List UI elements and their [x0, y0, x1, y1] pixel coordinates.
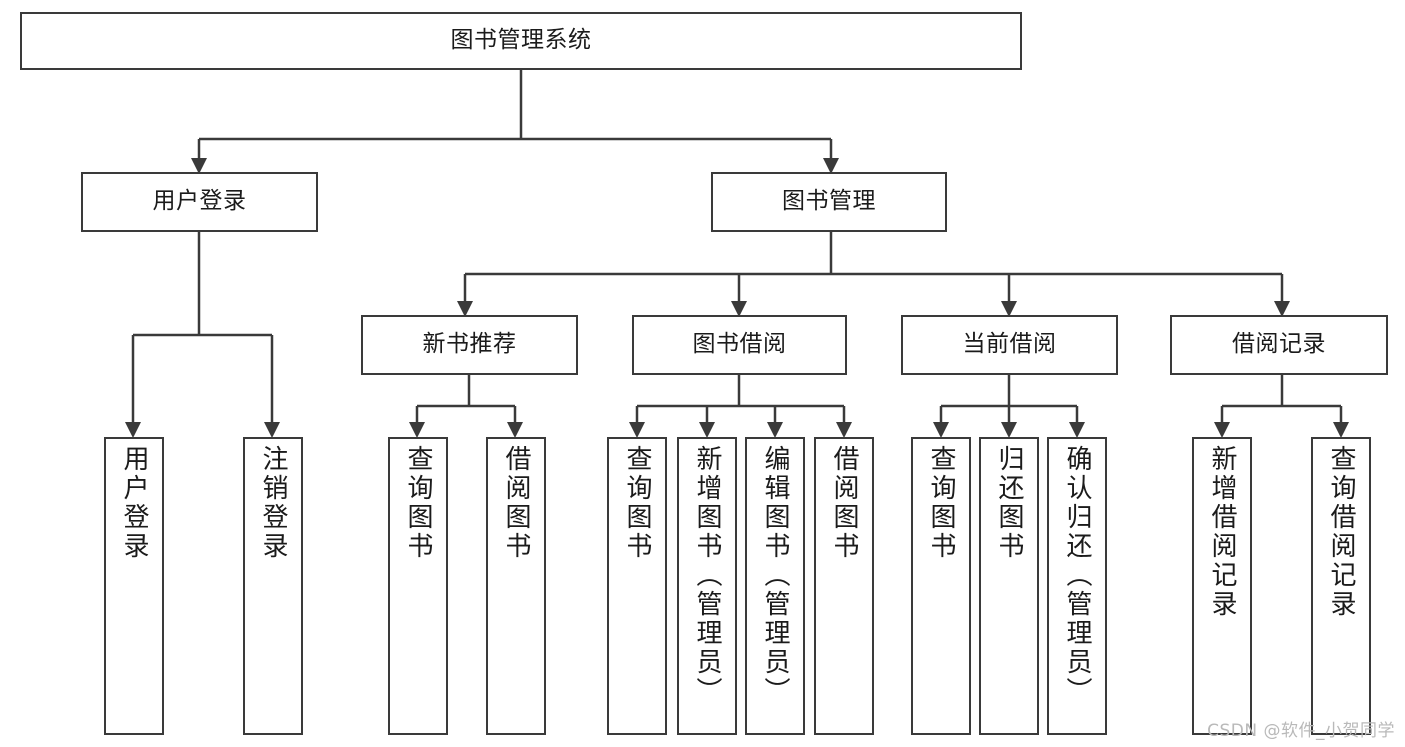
leaf-borrow-record-query[interactable]: 查询借阅记录 — [1311, 437, 1371, 735]
leaf-book-borrow-edit[interactable]: 编辑图书（管理员） — [745, 437, 805, 735]
leaf-new-book-borrow[interactable]: 借阅图书 — [486, 437, 546, 735]
leaf-current-borrow-confirm-return[interactable]: 确认归还（管理员） — [1047, 437, 1107, 735]
leaf-user-login-logout[interactable]: 注销登录 — [243, 437, 303, 735]
leaf-user-login-login[interactable]: 用户登录 — [104, 437, 164, 735]
leaf-book-borrow-borrow[interactable]: 借阅图书 — [814, 437, 874, 735]
node-label: 新增借阅记录 — [1207, 445, 1237, 619]
node-user-login[interactable]: 用户登录 — [81, 172, 318, 232]
node-label: 用户登录 — [152, 188, 247, 215]
leaf-book-borrow-query[interactable]: 查询图书 — [607, 437, 667, 735]
node-book-borrow[interactable]: 图书借阅 — [632, 315, 847, 375]
node-label: 借阅图书 — [501, 445, 531, 561]
node-label: 确认归还（管理员） — [1062, 445, 1092, 706]
leaf-current-borrow-return[interactable]: 归还图书 — [979, 437, 1039, 735]
node-label: 注销登录 — [258, 445, 288, 561]
node-label: 借阅记录 — [1232, 331, 1326, 358]
node-borrow-record[interactable]: 借阅记录 — [1170, 315, 1388, 375]
node-book-management[interactable]: 图书管理 — [711, 172, 947, 232]
node-label: 用户登录 — [119, 445, 149, 561]
leaf-book-borrow-add[interactable]: 新增图书（管理员） — [677, 437, 737, 735]
node-label: 查询借阅记录 — [1326, 445, 1356, 619]
node-label: 新增图书（管理员） — [692, 445, 722, 706]
node-label: 图书管理系统 — [450, 27, 592, 54]
node-label: 图书借阅 — [692, 331, 787, 358]
node-label: 归还图书 — [994, 445, 1024, 561]
node-label: 图书管理 — [782, 188, 876, 215]
leaf-borrow-record-add[interactable]: 新增借阅记录 — [1192, 437, 1252, 735]
node-label: 编辑图书（管理员） — [760, 445, 790, 706]
node-label: 借阅图书 — [829, 445, 859, 561]
node-label: 当前借阅 — [962, 331, 1057, 358]
node-label: 新书推荐 — [422, 331, 517, 358]
node-current-borrow[interactable]: 当前借阅 — [901, 315, 1118, 375]
leaf-new-book-query[interactable]: 查询图书 — [388, 437, 448, 735]
node-new-book-recommend[interactable]: 新书推荐 — [361, 315, 578, 375]
node-label: 查询图书 — [622, 445, 652, 561]
node-label: 查询图书 — [403, 445, 433, 561]
node-label: 查询图书 — [926, 445, 956, 561]
leaf-current-borrow-query[interactable]: 查询图书 — [911, 437, 971, 735]
node-root-system[interactable]: 图书管理系统 — [20, 12, 1022, 70]
watermark: CSDN @软件_小贺同学 — [1207, 721, 1395, 741]
